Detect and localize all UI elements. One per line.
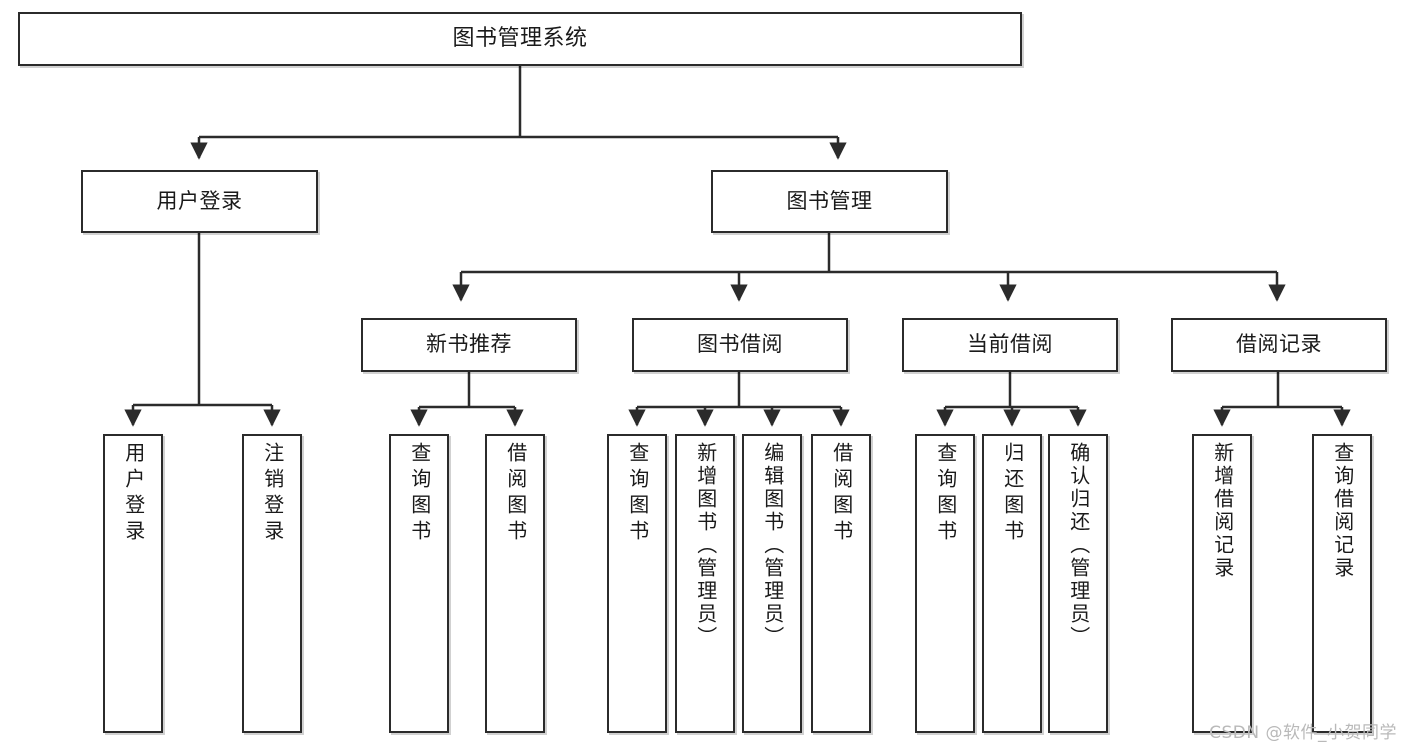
node-leaf-query-book-1-label: 查询图书	[407, 442, 432, 546]
node-leaf-user-login[interactable]: 用户登录	[103, 434, 163, 733]
node-leaf-borrow-book-2-label: 借阅图书	[829, 442, 854, 546]
node-book-borrow-label: 图书借阅	[697, 332, 783, 357]
node-new-book-recommend[interactable]: 新书推荐	[361, 318, 577, 372]
node-leaf-add-book-label: 新增图书（管理员）	[693, 442, 718, 649]
node-leaf-logout-login[interactable]: 注销登录	[242, 434, 302, 733]
node-user-login[interactable]: 用户登录	[81, 170, 318, 233]
node-leaf-query-book-2-label: 查询图书	[625, 442, 650, 546]
node-root[interactable]: 图书管理系统	[18, 12, 1022, 66]
node-leaf-return-book[interactable]: 归还图书	[982, 434, 1042, 733]
node-leaf-borrow-book-1-label: 借阅图书	[503, 442, 528, 546]
node-leaf-edit-book-label: 编辑图书（管理员）	[760, 442, 785, 649]
node-leaf-query-book-1[interactable]: 查询图书	[389, 434, 449, 733]
node-leaf-borrow-book-1[interactable]: 借阅图书	[485, 434, 545, 733]
node-borrow-record[interactable]: 借阅记录	[1171, 318, 1387, 372]
node-leaf-return-book-label: 归还图书	[1000, 442, 1025, 546]
node-leaf-edit-book[interactable]: 编辑图书（管理员）	[742, 434, 802, 733]
node-book-manage[interactable]: 图书管理	[711, 170, 948, 233]
node-leaf-confirm-return-label: 确认归还（管理员）	[1066, 442, 1091, 649]
node-leaf-confirm-return[interactable]: 确认归还（管理员）	[1048, 434, 1108, 733]
node-leaf-query-record-label: 查询借阅记录	[1330, 442, 1355, 580]
watermark: CSDN @软件_小贺同学	[1209, 723, 1397, 743]
node-leaf-query-book-2[interactable]: 查询图书	[607, 434, 667, 733]
node-leaf-add-record[interactable]: 新增借阅记录	[1192, 434, 1252, 733]
node-leaf-query-book-3[interactable]: 查询图书	[915, 434, 975, 733]
node-book-borrow[interactable]: 图书借阅	[632, 318, 848, 372]
node-leaf-user-login-label: 用户登录	[121, 442, 146, 546]
node-new-book-recommend-label: 新书推荐	[426, 332, 512, 357]
node-leaf-add-record-label: 新增借阅记录	[1210, 442, 1235, 580]
node-leaf-borrow-book-2[interactable]: 借阅图书	[811, 434, 871, 733]
node-leaf-logout-login-label: 注销登录	[260, 442, 285, 546]
node-leaf-query-book-3-label: 查询图书	[933, 442, 958, 546]
node-current-borrow[interactable]: 当前借阅	[902, 318, 1118, 372]
node-leaf-add-book[interactable]: 新增图书（管理员）	[675, 434, 735, 733]
node-root-label: 图书管理系统	[452, 25, 588, 51]
node-borrow-record-label: 借阅记录	[1236, 332, 1322, 357]
node-leaf-query-record[interactable]: 查询借阅记录	[1312, 434, 1372, 733]
node-book-manage-label: 图书管理	[786, 188, 873, 213]
node-current-borrow-label: 当前借阅	[967, 332, 1053, 357]
node-user-login-label: 用户登录	[156, 188, 243, 213]
